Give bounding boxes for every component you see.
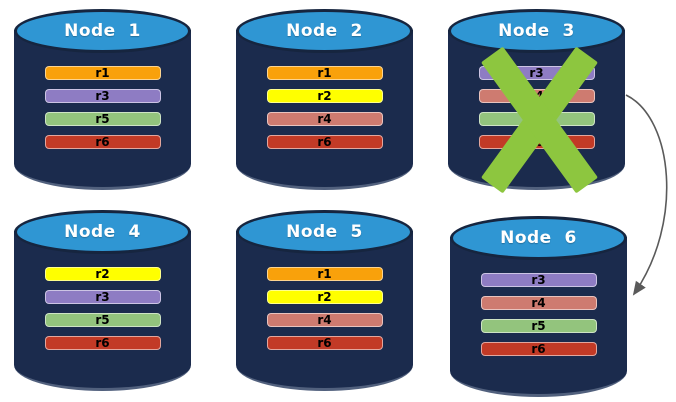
- cylinder-body: [450, 237, 627, 397]
- replica-bar-r4: r4: [266, 313, 383, 327]
- database-node-4: Node 4 r2 r3 r5 r6: [14, 210, 191, 391]
- replica-bar-r2: r2: [44, 267, 161, 281]
- replica-bar-r5: r5: [44, 313, 161, 327]
- replica-bar-r5: r5: [44, 112, 161, 126]
- replica-bar-r1: r1: [44, 66, 161, 80]
- replica-list: r3 r4 r5 r6: [478, 66, 595, 149]
- database-node-2: Node 2 r1 r2 r4 r6: [236, 9, 413, 190]
- cylinder-top: Node 4: [14, 210, 191, 254]
- replica-bar-r6: r6: [44, 336, 161, 350]
- replica-bar-r6: r6: [44, 135, 161, 149]
- replica-list: r1 r2 r4 r6: [266, 66, 383, 149]
- database-node-6: Node 6 r3 r4 r5 r6: [450, 216, 627, 397]
- node-title: Node 3: [498, 21, 575, 41]
- cylinder-top: Node 1: [14, 9, 191, 53]
- node-title: Node 2: [286, 21, 363, 41]
- replica-bar-r3: r3: [44, 89, 161, 103]
- cylinder-top: Node 6: [450, 216, 627, 260]
- replica-bar-r3: r3: [480, 273, 597, 287]
- replica-bar-r4: r4: [266, 112, 383, 126]
- replica-bar-r6: r6: [480, 342, 597, 356]
- replica-bar-r1: r1: [266, 66, 383, 80]
- replica-bar-r3: r3: [44, 290, 161, 304]
- node-title: Node 5: [286, 222, 363, 242]
- replica-bar-r6: r6: [266, 135, 383, 149]
- node-title: Node 1: [64, 21, 141, 41]
- replica-bar-r5: r5: [478, 112, 595, 126]
- cylinder-top: Node 3: [448, 9, 625, 53]
- replica-bar-r1: r1: [266, 267, 383, 281]
- replica-bar-r4: r4: [480, 296, 597, 310]
- replica-bar-r6: r6: [478, 135, 595, 149]
- replica-bar-r2: r2: [266, 89, 383, 103]
- database-node-3: Node 3 r3 r4 r5 r6: [448, 9, 625, 190]
- cylinder-body: [14, 30, 191, 190]
- cylinder-top: Node 5: [236, 210, 413, 254]
- cylinder-body: [236, 30, 413, 190]
- replica-list: r3 r4 r5 r6: [480, 273, 597, 356]
- replica-bar-r2: r2: [266, 290, 383, 304]
- replica-bar-r4: r4: [478, 89, 595, 103]
- replica-list: r1 r2 r4 r6: [266, 267, 383, 350]
- database-node-1: Node 1 r1 r3 r5 r6: [14, 9, 191, 190]
- cylinder-top: Node 2: [236, 9, 413, 53]
- cylinder-body: [14, 231, 191, 391]
- arrow-curve: [625, 94, 668, 296]
- replica-bar-r6: r6: [266, 336, 383, 350]
- replica-list: r2 r3 r5 r6: [44, 267, 161, 350]
- node-title: Node 4: [64, 222, 141, 242]
- cylinder-body: [236, 231, 413, 391]
- replica-bar-r3: r3: [478, 66, 595, 80]
- replica-list: r1 r3 r5 r6: [44, 66, 161, 149]
- replica-bar-r5: r5: [480, 319, 597, 333]
- node-title: Node 6: [500, 228, 577, 248]
- database-node-5: Node 5 r1 r2 r4 r6: [236, 210, 413, 391]
